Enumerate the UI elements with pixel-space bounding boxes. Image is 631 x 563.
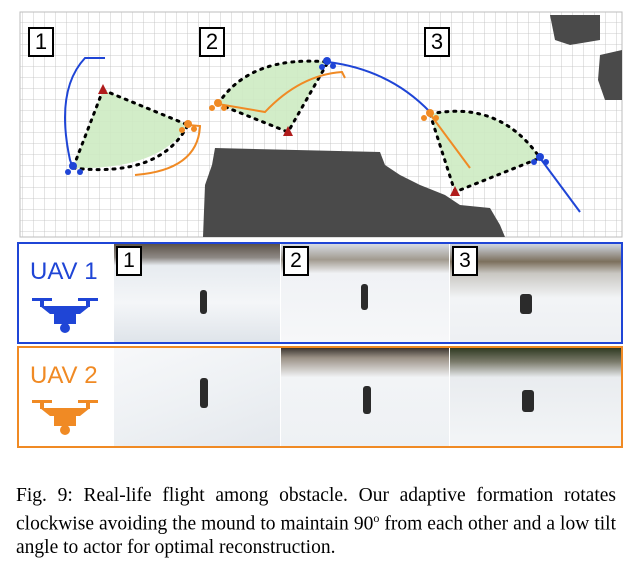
caption-superscript: o bbox=[373, 511, 380, 525]
uav1-label: UAV 1 bbox=[30, 258, 98, 285]
step-label-2: 2 bbox=[199, 27, 225, 57]
figure-caption: Fig. 9: Real-life flight among obstacle.… bbox=[16, 484, 616, 559]
figure: 1 2 3 UAV 1 1 2 3 UAV 2 bbox=[17, 11, 623, 448]
caption-text: Fig. 9: Real-life flight among obstacle.… bbox=[16, 485, 616, 535]
uav1-drone-icon-large bbox=[32, 298, 98, 333]
uav2-label: UAV 2 bbox=[30, 362, 98, 389]
uav1-drone-icon bbox=[65, 57, 549, 175]
trajectory-map bbox=[19, 11, 623, 238]
uav2-drone-icon bbox=[179, 99, 439, 133]
obstacle-top-right bbox=[550, 15, 622, 100]
uav1-panel bbox=[17, 242, 623, 344]
uav2-photo-1 bbox=[114, 348, 280, 446]
uav1-photo-2: 2 bbox=[281, 244, 449, 342]
step-label-1: 1 bbox=[28, 27, 54, 57]
caption-text-end: from each other and a low tilt angle to … bbox=[16, 513, 616, 558]
uav2-panel bbox=[17, 346, 623, 448]
uav1-photo-1: 1 bbox=[114, 244, 280, 342]
uav1-photo-label-1: 1 bbox=[116, 246, 142, 276]
actor-icon bbox=[98, 84, 460, 196]
uav1-photo-label-3: 3 bbox=[452, 246, 478, 276]
step-label-3: 3 bbox=[424, 27, 450, 57]
obstacle-mound bbox=[203, 148, 505, 237]
uav1-photo-label-2: 2 bbox=[283, 246, 309, 276]
uav1-photo-3: 3 bbox=[450, 244, 621, 342]
uav2-drone-icon-large bbox=[32, 400, 98, 435]
formation-1 bbox=[64, 57, 202, 176]
uav2-photo-3 bbox=[450, 348, 621, 446]
uav2-photo-2 bbox=[281, 348, 449, 446]
